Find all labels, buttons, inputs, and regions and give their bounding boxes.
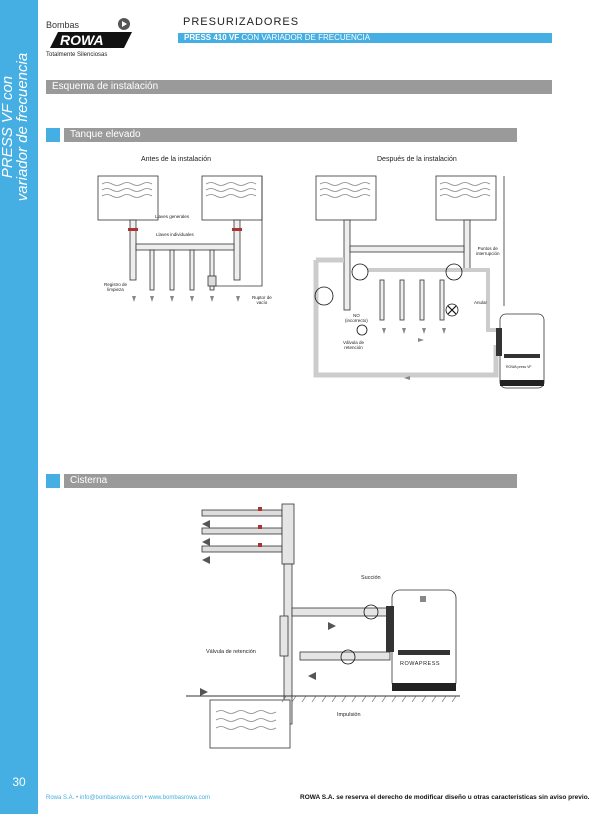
label-ruptor-line2: vacío xyxy=(256,300,268,305)
brand-small: Bombas xyxy=(46,20,80,30)
label-anular: Anular xyxy=(474,300,488,305)
label-puntos-line1: Puntos de xyxy=(477,246,498,251)
label-no-line1: NO xyxy=(353,313,360,318)
label-impulsion: Impulsión xyxy=(337,712,361,718)
diagram-cistern xyxy=(186,503,460,749)
section-marker xyxy=(46,474,60,488)
label-valvula-line2: retención xyxy=(344,345,363,350)
pump-unit-cistern-icon xyxy=(386,589,457,691)
label-valvula-line1: Válvula de xyxy=(343,340,365,345)
section-marker xyxy=(46,128,60,142)
label-valvula-retencion: Válvula de retención xyxy=(206,649,256,655)
brand-play-icon xyxy=(118,18,130,30)
sidebar: PRESS VF con variador de frecuencia 30 xyxy=(0,0,38,814)
sidebar-product-text: PRESS VF con variador de frecuencia xyxy=(0,21,38,233)
footer-contact: Rowa S.A. • info@bombasrowa.com • www.bo… xyxy=(46,795,211,801)
label-puntos-line2: interrupción xyxy=(476,251,500,256)
caption-before: Antes de la instalación xyxy=(141,156,212,163)
label-no-incorrecto: NO(incorrecto) xyxy=(345,313,368,323)
label-llaves-generales: Llaves generales xyxy=(155,214,190,219)
pump-brand-label-cistern: ROWAPRESS xyxy=(400,661,441,667)
brand-logo-icon: ROWA xyxy=(50,32,132,48)
sidebar-text-line2: variador de frecuencia xyxy=(14,52,31,202)
section-elevated-tank: Tanque elevado xyxy=(64,128,517,142)
label-registro-line2: limpieza xyxy=(107,287,124,292)
subtitle-model: PRESS 410 VF xyxy=(184,33,240,42)
caption-after: Después de la instalación xyxy=(377,156,457,163)
footer-disclaimer: ROWA S.A. se reserva el derecho de modif… xyxy=(300,794,590,801)
pump-brand-label-top: ROWA press VF xyxy=(506,365,532,369)
label-registro-line1: Registro de xyxy=(104,282,128,287)
brand-name: ROWA xyxy=(60,32,104,48)
diagram-before-installation xyxy=(97,175,263,302)
label-no-line2: (incorrecto) xyxy=(345,318,368,323)
diagram-after-installation xyxy=(313,175,545,389)
pump-unit-icon xyxy=(496,313,545,389)
brand-tagline: Totalmente Silenciosas xyxy=(46,52,108,58)
section-installation-scheme: Esquema de instalación xyxy=(46,80,552,94)
page-subtitle-bar: PRESS 410 VF CON VARIADOR DE FRECUENCIA xyxy=(178,33,552,43)
label-llaves-individuales: Llaves individuales xyxy=(156,232,194,237)
page-title: PRESURIZADORES xyxy=(183,16,300,28)
label-succion: Succión xyxy=(361,575,381,581)
section-cistern: Cisterna xyxy=(64,474,517,488)
subtitle-rest: CON VARIADOR DE FRECUENCIA xyxy=(239,33,371,42)
label-ruptor-line1: Ruptor de xyxy=(252,295,272,300)
page-number: 30 xyxy=(12,775,26,789)
